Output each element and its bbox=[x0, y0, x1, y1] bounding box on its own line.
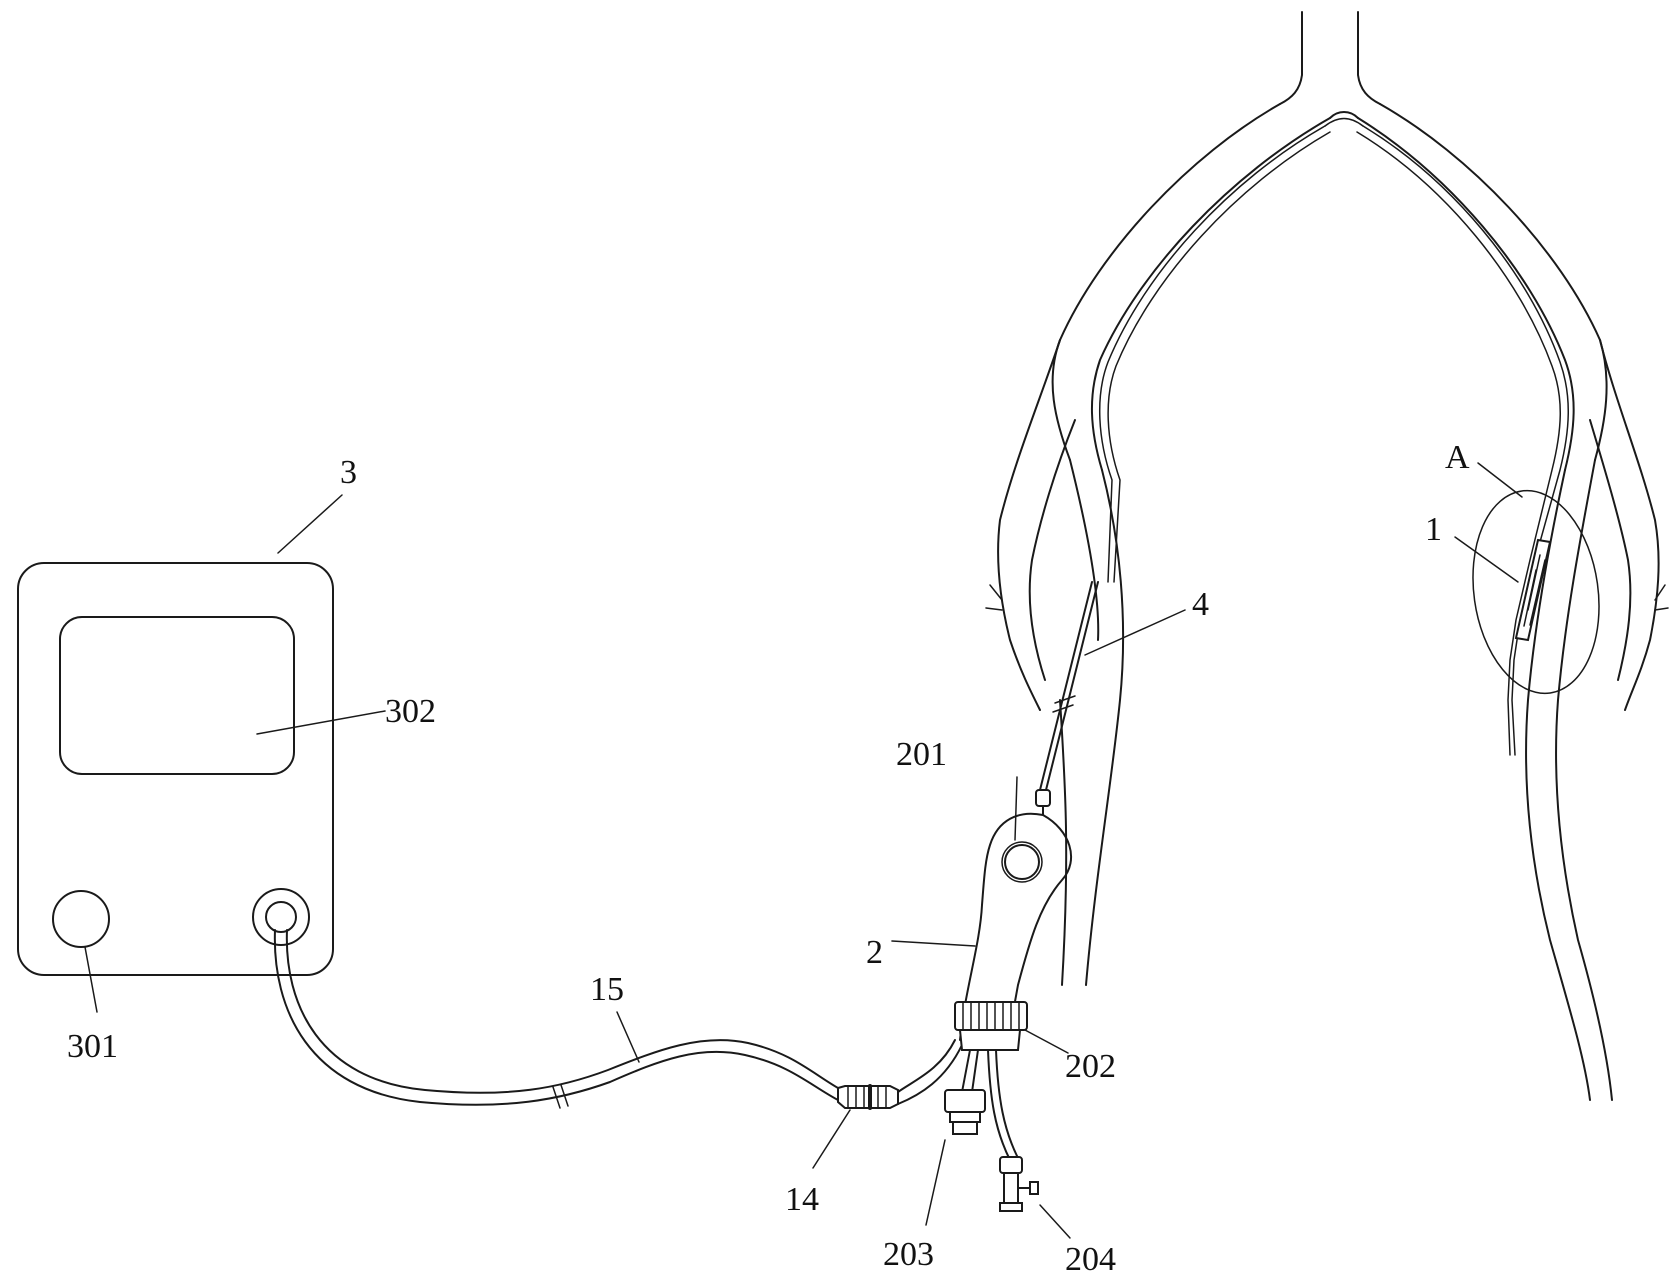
label-201: 201 bbox=[896, 736, 947, 773]
label-2: 2 bbox=[866, 934, 883, 971]
label-301: 301 bbox=[67, 1028, 118, 1065]
leader-lines bbox=[84, 462, 1523, 1239]
label-A: A bbox=[1445, 439, 1470, 476]
console-port-301 bbox=[52, 890, 110, 948]
console-display-302 bbox=[59, 616, 295, 775]
label-202: 202 bbox=[1065, 1048, 1116, 1085]
console-port-outer bbox=[252, 888, 310, 946]
label-204: 204 bbox=[1065, 1241, 1116, 1278]
label-15: 15 bbox=[590, 971, 624, 1008]
port-204 bbox=[987, 1049, 1039, 1212]
catheter-4 bbox=[1039, 581, 1099, 791]
label-14: 14 bbox=[785, 1181, 819, 1218]
label-1: 1 bbox=[1425, 511, 1442, 548]
cable-15 bbox=[273, 929, 839, 1109]
port-203 bbox=[944, 1049, 986, 1135]
label-302: 302 bbox=[385, 693, 436, 730]
console-body bbox=[17, 562, 334, 976]
detail-ellipse-A bbox=[1472, 489, 1600, 695]
label-4: 4 bbox=[1192, 586, 1209, 623]
connector-14 bbox=[837, 1084, 899, 1110]
label-203: 203 bbox=[883, 1236, 934, 1273]
label-3: 3 bbox=[340, 454, 357, 491]
reference-labels: 3 302 301 15 14 2 201 202 203 204 4 A 1 bbox=[67, 439, 1470, 1278]
handle-2 bbox=[954, 789, 1072, 1051]
handle-button-201 bbox=[1004, 844, 1040, 880]
console-unit bbox=[17, 562, 334, 976]
handle-ring-202 bbox=[954, 1001, 1028, 1031]
vessel-tree bbox=[985, 11, 1669, 1101]
console-port-inner bbox=[265, 901, 297, 933]
